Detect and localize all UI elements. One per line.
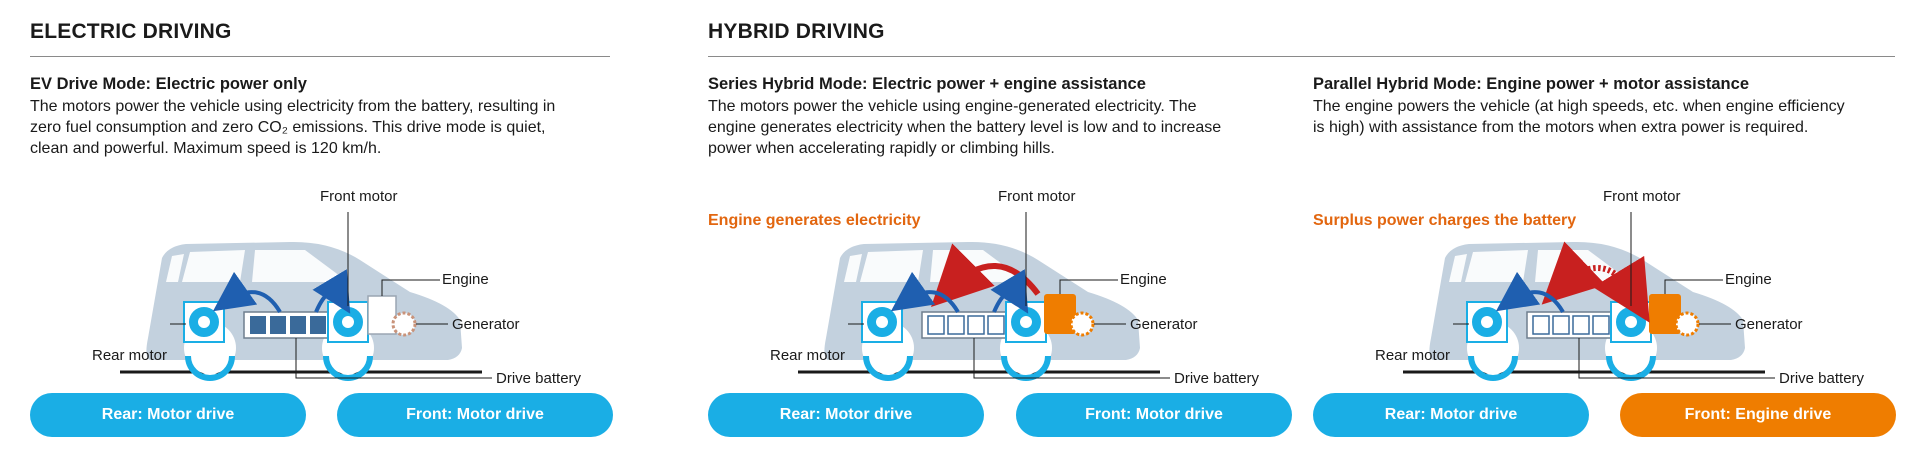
mode-title: Parallel Hybrid Mode: Engine power + mot… bbox=[1313, 75, 1749, 93]
description-line: is high) with assistance from the motors… bbox=[1313, 119, 1809, 136]
label-engine: Engine bbox=[442, 271, 489, 288]
engine bbox=[1649, 294, 1681, 334]
section-divider bbox=[708, 56, 1895, 57]
label-engine: Engine bbox=[1120, 271, 1167, 288]
car-diagram-svg bbox=[120, 212, 492, 381]
label-engine: Engine bbox=[1725, 271, 1772, 288]
engine-battery-exchange-arrow bbox=[1541, 241, 1650, 323]
power-flow-arrow bbox=[1495, 271, 1565, 314]
car-window bbox=[844, 254, 862, 282]
section-heading-electric: ELECTRIC DRIVING bbox=[30, 20, 232, 43]
rear-drive-button[interactable]: Rear: Motor drive bbox=[708, 393, 984, 437]
description-line: The motors power the vehicle using elect… bbox=[30, 98, 556, 115]
engine bbox=[367, 295, 397, 335]
front-drive-button[interactable]: Front: Engine drive bbox=[1620, 393, 1896, 437]
drivetrain-diagram: Front motor Engine Generator Rear motor … bbox=[1313, 188, 1921, 460]
rear-drive-button[interactable]: Rear: Motor drive bbox=[1313, 393, 1589, 437]
generator bbox=[1069, 311, 1095, 337]
label-front-motor: Front motor bbox=[998, 188, 1076, 205]
description-line: power when accelerating rapidly or climb… bbox=[708, 140, 1055, 157]
car-diagram-svg bbox=[798, 212, 1170, 381]
label-rear-motor: Rear motor bbox=[92, 347, 168, 364]
label-front-motor: Front motor bbox=[1603, 188, 1681, 205]
description-line: engine generates electricity when the ba… bbox=[708, 119, 1222, 136]
mode-subtitle: Surplus power charges the battery bbox=[1313, 212, 1577, 229]
car-window bbox=[860, 250, 923, 282]
leader-lines bbox=[1453, 212, 1775, 379]
front-drive-button[interactable]: Front: Motor drive bbox=[1016, 393, 1292, 437]
drivetrain-diagram: Front motor Engine Generator Rear motor … bbox=[30, 188, 650, 460]
car-diagram-svg bbox=[1403, 212, 1775, 381]
car-window bbox=[1465, 250, 1528, 282]
label-rear-motor: Rear motor bbox=[770, 347, 846, 364]
wheel-rotation-arrow bbox=[1468, 355, 1518, 381]
description-line: clean and powerful. Maximum speed is 120… bbox=[30, 140, 382, 157]
front-drive-button[interactable]: Front: Motor drive bbox=[337, 393, 613, 437]
leader-lines bbox=[170, 212, 492, 379]
label-generator: Generator bbox=[1130, 316, 1198, 333]
mode-description: The motors power the vehicle using elect… bbox=[30, 96, 630, 159]
car-window bbox=[166, 254, 184, 282]
power-flow-arrow bbox=[312, 269, 351, 314]
generator bbox=[1674, 311, 1700, 337]
description-line: zero fuel consumption and zero CO₂ emiss… bbox=[30, 119, 546, 136]
label-drive-battery: Drive battery bbox=[1779, 370, 1865, 387]
label-rear-motor: Rear motor bbox=[1375, 347, 1451, 364]
label-generator: Generator bbox=[1735, 316, 1803, 333]
mode-subtitle: Engine generates electricity bbox=[708, 212, 921, 229]
power-flow-arrow bbox=[990, 269, 1029, 314]
power-flow-arrow bbox=[212, 271, 282, 314]
mode-description: The motors power the vehicle using engin… bbox=[708, 96, 1308, 159]
description-line: The engine powers the vehicle (at high s… bbox=[1313, 98, 1845, 115]
label-drive-battery: Drive battery bbox=[496, 370, 582, 387]
section-divider bbox=[30, 56, 610, 57]
car-window bbox=[1449, 254, 1467, 282]
mode-title: EV Drive Mode: Electric power only bbox=[30, 75, 307, 93]
label-drive-battery: Drive battery bbox=[1174, 370, 1260, 387]
engine bbox=[1044, 294, 1076, 334]
section-heading-hybrid: HYBRID DRIVING bbox=[708, 20, 885, 43]
drivetrain-diagram: Front motor Engine Generator Rear motor … bbox=[708, 188, 1328, 460]
car-window bbox=[182, 250, 245, 282]
wheel-rotation-arrow bbox=[185, 355, 235, 381]
wheel-rotation-arrow bbox=[863, 355, 913, 381]
power-flow-arrow bbox=[890, 271, 960, 314]
description-line: The motors power the vehicle using engin… bbox=[708, 98, 1197, 115]
leader-lines bbox=[848, 212, 1170, 379]
generator bbox=[391, 311, 417, 337]
label-generator: Generator bbox=[452, 316, 520, 333]
rear-drive-button[interactable]: Rear: Motor drive bbox=[30, 393, 306, 437]
mode-title: Series Hybrid Mode: Electric power + eng… bbox=[708, 75, 1146, 93]
label-front-motor: Front motor bbox=[320, 188, 398, 205]
engine-to-battery-arrow bbox=[931, 243, 1041, 307]
mode-description: The engine powers the vehicle (at high s… bbox=[1313, 96, 1913, 138]
